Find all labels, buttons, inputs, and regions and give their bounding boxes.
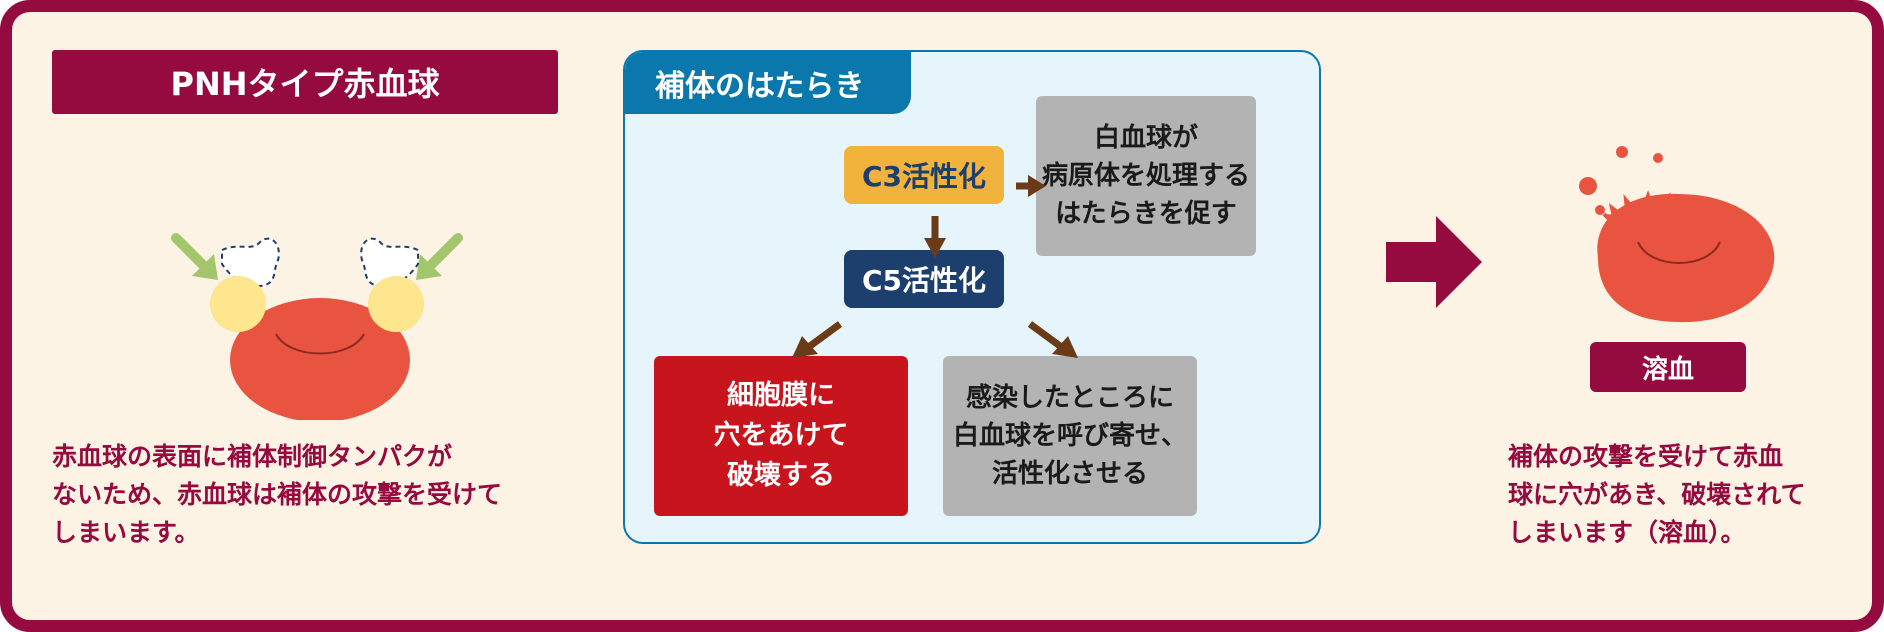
arrow-c3-to-c5-icon: [924, 216, 946, 258]
hemolysis-label: 溶血: [1590, 342, 1746, 392]
membrane-attack-box: 細胞膜に 穴をあけて 破壊する: [654, 356, 908, 516]
infection-recruit-box: 感染したところに 白血球を呼び寄せ、 活性化させる: [943, 356, 1197, 516]
arrow-c5-to-infection-icon: [1027, 321, 1078, 358]
c3-activation-box: C3活性化: [844, 146, 1004, 204]
c3-label: C3活性化: [861, 160, 987, 193]
right-description-line: しまいます（溶血）。: [1508, 518, 1746, 547]
membrane-line: 破壊する: [727, 460, 835, 491]
wbc-function-box: 白血球が 病原体を処理する はたらきを促す: [1036, 96, 1256, 256]
pnh-red-blood-cell-icon: [171, 233, 463, 420]
left-title-banner: PNHタイプ赤血球: [52, 50, 558, 114]
arrow-c3-to-wbc-icon: [1016, 175, 1046, 197]
membrane-line: 細胞膜に: [727, 380, 835, 411]
panel-tab-title: 補体のはたらき: [655, 69, 865, 104]
hemolysis-cell-icon: [1579, 146, 1775, 323]
left-title: PNHタイプ赤血球: [170, 65, 440, 103]
membrane-line: 穴をあけて: [713, 420, 849, 451]
wbc-line: はたらきを促す: [1055, 199, 1237, 229]
left-description: 赤血球の表面に補体制御タンパクが ないため、赤血球は補体の攻撃を受けて しまいま…: [52, 438, 572, 552]
hemolysis-label-text: 溶血: [1641, 354, 1694, 385]
panel-tab: 補体のはたらき: [625, 52, 911, 114]
c5-activation-box: C5活性化: [844, 250, 1004, 308]
green-arrow-left-icon: [171, 233, 218, 280]
right-description: 補体の攻撃を受けて赤血 球に穴があき、破壊されて しまいます（溶血）。: [1508, 438, 1848, 552]
wbc-line: 病原体を処理する: [1041, 161, 1250, 191]
flow-arrow-icon: [1386, 216, 1482, 308]
right-description-line: 球に穴があき、破壊されて: [1508, 480, 1806, 509]
complement-blob-right-icon: [368, 276, 424, 332]
right-description-line: 補体の攻撃を受けて赤血: [1508, 442, 1784, 471]
left-description-line: 赤血球の表面に補体制御タンパクが: [52, 442, 453, 471]
wbc-line: 白血球が: [1093, 123, 1198, 153]
rbc-body-icon: [230, 298, 410, 420]
infection-line: 感染したところに: [965, 383, 1174, 413]
infection-line: 活性化させる: [991, 459, 1148, 489]
c5-label: C5活性化: [861, 264, 987, 297]
complement-blob-left-icon: [210, 276, 266, 332]
arrow-c5-to-membrane-icon: [792, 321, 843, 358]
left-description-line: ないため、赤血球は補体の攻撃を受けて: [52, 480, 503, 509]
left-description-line: しまいます。: [52, 518, 200, 547]
green-arrow-right-icon: [416, 233, 463, 280]
infection-line: 白血球を呼び寄せ、: [952, 421, 1187, 451]
